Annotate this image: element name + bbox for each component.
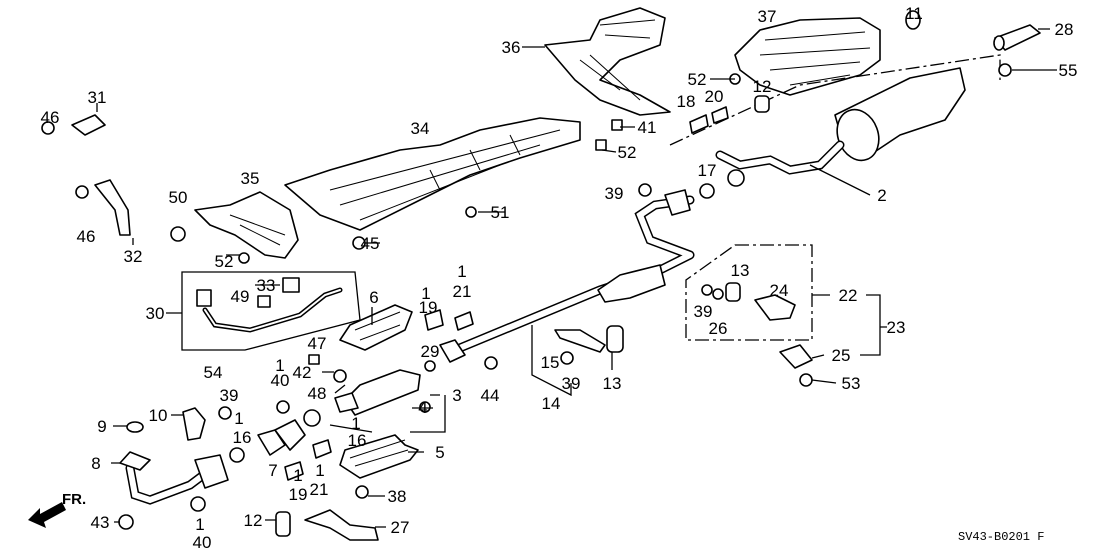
- callout-39: 39: [562, 374, 581, 393]
- callout-28: 28: [1055, 20, 1074, 39]
- callout-26: 26: [709, 319, 728, 338]
- callout-1: 1: [195, 515, 204, 534]
- callout-52: 52: [215, 252, 234, 271]
- heat-shield-35: [194, 191, 299, 259]
- front-pipe-8: [119, 419, 306, 505]
- callout-5: 5: [435, 443, 444, 462]
- callout-53: 53: [842, 374, 861, 393]
- callout-55: 55: [1059, 61, 1078, 80]
- heat-shield-36: [544, 7, 671, 116]
- sensor-connector: [196, 289, 212, 307]
- callout-47: 47: [308, 334, 327, 353]
- callout-16: 16: [348, 431, 367, 450]
- callout-23: 23: [887, 318, 906, 337]
- heat-shield-34: [284, 117, 581, 231]
- callout-33: 33: [257, 276, 276, 295]
- muffler-2: [715, 67, 966, 187]
- callout-4: 4: [418, 398, 427, 417]
- callout-18: 18: [677, 92, 696, 111]
- callout-39: 39: [694, 302, 713, 321]
- callout-14: 14: [542, 394, 561, 413]
- callout-48: 48: [308, 384, 327, 403]
- callout-1: 1: [275, 356, 284, 375]
- callout-50: 50: [169, 188, 188, 207]
- sensor-box-30: [181, 271, 361, 351]
- callout-34: 34: [411, 119, 430, 138]
- callout-2: 2: [877, 186, 886, 205]
- converter-3: [334, 369, 421, 416]
- callout-39: 39: [605, 184, 624, 203]
- callout-21: 21: [453, 282, 472, 301]
- callout-32: 32: [124, 247, 143, 266]
- callout-46: 46: [77, 227, 96, 246]
- callout-46: 46: [41, 108, 60, 127]
- callout-1: 1: [293, 466, 302, 485]
- callout-12: 12: [244, 511, 263, 530]
- callout-22: 22: [839, 286, 858, 305]
- callout-19: 19: [289, 485, 308, 504]
- callout-19: 19: [419, 298, 438, 317]
- callout-52: 52: [618, 143, 637, 162]
- callout-51: 51: [491, 203, 510, 222]
- callout-44: 44: [481, 386, 500, 405]
- callout-3: 3: [452, 386, 461, 405]
- callout-8: 8: [91, 454, 100, 473]
- callout-13: 13: [603, 374, 622, 393]
- callout-1: 1: [457, 262, 466, 281]
- callout-42: 42: [293, 363, 312, 382]
- callout-10: 10: [149, 406, 168, 425]
- callout-54: 54: [204, 363, 223, 382]
- callout-11: 11: [905, 4, 923, 23]
- callout-7: 7: [268, 461, 277, 480]
- tail-pipe-28: [993, 24, 1041, 51]
- hanger-kit-box-22: [685, 244, 813, 341]
- callout-45: 45: [361, 234, 380, 253]
- callout-30: 30: [146, 304, 165, 323]
- callout-20: 20: [705, 87, 724, 106]
- callout-9: 9: [97, 417, 106, 436]
- callout-36: 36: [502, 38, 521, 57]
- converter-6: [339, 304, 413, 351]
- callout-38: 38: [388, 487, 407, 506]
- heat-shield-37: [734, 17, 881, 96]
- callout-16: 16: [233, 428, 252, 447]
- center-pipe-14: [439, 189, 695, 363]
- callout-6: 6: [369, 288, 378, 307]
- callout-31: 31: [88, 88, 107, 107]
- callout-1: 1: [234, 409, 243, 428]
- callout-1: 1: [421, 284, 430, 303]
- callout-37: 37: [758, 7, 777, 26]
- callout-21: 21: [310, 480, 329, 499]
- callout-40: 40: [193, 533, 212, 552]
- front-direction-label: FR.: [62, 491, 86, 508]
- callout-39: 39: [220, 386, 239, 405]
- callout-13: 13: [731, 261, 750, 280]
- callout-1: 1: [351, 414, 360, 433]
- hardware-parts: [41, 10, 1012, 541]
- callout-17: 17: [698, 161, 717, 180]
- callout-40: 40: [271, 371, 290, 390]
- diagram-code: SV43-B0201 F: [958, 530, 1044, 544]
- callout-12: 12: [753, 77, 772, 96]
- leader-lines: [96, 28, 1057, 528]
- callout-25: 25: [832, 346, 851, 365]
- callout-49: 49: [231, 287, 250, 306]
- callout-43: 43: [91, 513, 110, 532]
- heat-shield-5: [339, 434, 419, 479]
- callout-24: 24: [770, 281, 789, 300]
- callout-29: 29: [421, 342, 440, 361]
- callout-35: 35: [241, 169, 260, 188]
- callout-27: 27: [391, 518, 410, 537]
- callout-15: 15: [541, 353, 560, 372]
- callout-52: 52: [688, 70, 707, 89]
- front-direction-arrow: FR.: [28, 491, 86, 528]
- callout-1: 1: [315, 461, 324, 480]
- callout-41: 41: [638, 118, 657, 137]
